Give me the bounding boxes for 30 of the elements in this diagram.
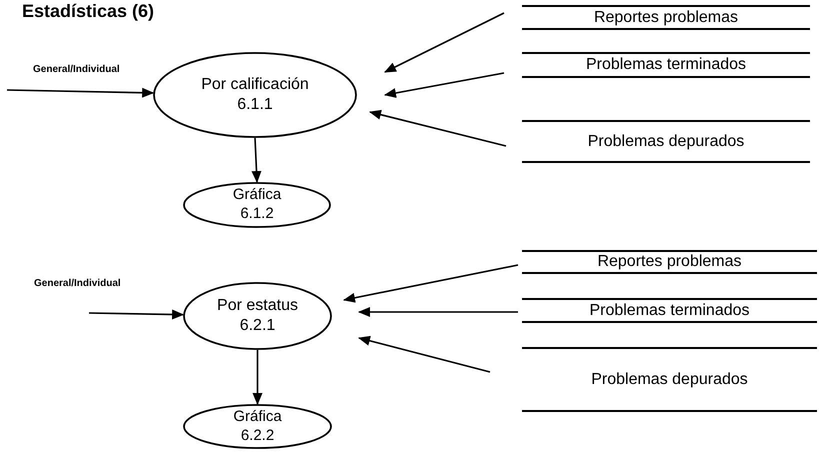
store-label: Problemas depurados [588, 134, 744, 150]
process-label: Por estatus [217, 296, 298, 316]
arrow [358, 307, 518, 317]
data-store [522, 120, 810, 163]
store-label: Problemas terminados [586, 57, 746, 73]
data-store [522, 298, 817, 323]
arrow [384, 12, 504, 73]
data-store [522, 250, 817, 274]
store-label: Problemas depurados [591, 372, 748, 388]
arrow [358, 336, 490, 373]
data-store [522, 5, 810, 30]
diagram-title: Estadísticas (6) [22, 0, 154, 22]
data-store [522, 347, 817, 412]
process-label: 6.2.1 [240, 316, 276, 336]
arrow [369, 110, 506, 147]
arrow [343, 264, 518, 303]
store-label: Reportes problemas [597, 254, 742, 270]
process-label: Gráfica [233, 408, 282, 426]
store-label: Reportes problemas [594, 10, 738, 26]
arrow [88, 309, 184, 320]
process-label: Gráfica [232, 186, 282, 205]
process-label: Por calificación [201, 75, 309, 95]
data-store [522, 52, 810, 78]
arrow [384, 72, 504, 98]
store-label: Problemas terminados [589, 302, 750, 318]
process-label: 6.1.2 [240, 205, 274, 224]
process-label: 6.1.1 [237, 95, 273, 115]
arrow [252, 350, 262, 405]
arrow [6, 88, 154, 98]
process-label: 6.2.2 [240, 426, 274, 446]
